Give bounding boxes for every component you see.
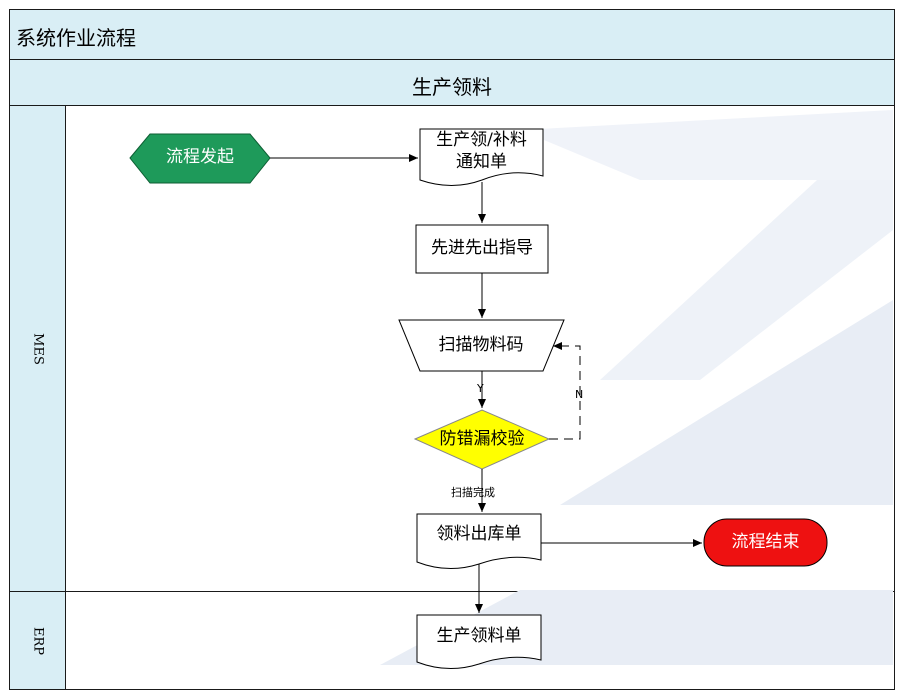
scan-node [398,319,565,372]
outbound-label: 领料出库单 [436,524,522,544]
edge-label-no: N [575,388,584,401]
end-label: 流程结束 [731,532,800,552]
lane-divider [65,591,895,592]
erp-doc-label: 生产领料单 [436,626,522,646]
end-node [703,518,828,567]
notice-document [419,128,544,186]
watermark-decor [380,110,893,665]
lane-label-erp: ERP [9,591,66,690]
start-label: 流程发起 [166,147,234,167]
edge-label-yes: Y [477,382,484,395]
notice-label-line2: 通知单 [456,152,507,172]
notice-label-line1: 生产领/补料 [436,130,527,150]
scan-label: 扫描物料码 [438,335,524,355]
check-label: 防错漏校验 [439,429,525,449]
fifo-process [415,224,549,274]
edge-label-scan-done: 扫描完成 [451,486,495,499]
diagram-title: 系统作业流程 [16,26,136,50]
edge-check-no [549,342,581,440]
process-title: 生产领料 [412,75,492,99]
erp-document [416,614,542,670]
lane-label-mes: MES [9,105,66,592]
fifo-label: 先进先出指导 [431,238,533,258]
process-bar: 生产领料 [9,59,895,106]
